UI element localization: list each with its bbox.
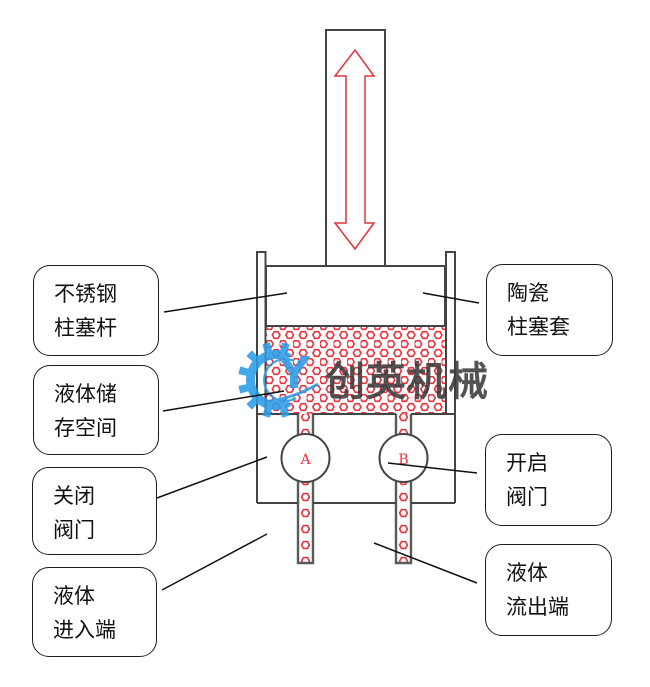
label-line: 存空间 [54,416,117,440]
label-liquid-inlet: 液体 进入端 [32,567,157,657]
logo-inner-arc [263,357,297,403]
label-plunger-rod: 不锈钢 柱塞杆 [33,265,159,356]
outlet-tube-outline [394,414,413,565]
leader-ceramic-sleeve [422,292,480,304]
label-closed-valve: 关闭 阀门 [32,467,157,555]
valve-a [280,433,331,483]
leader-open-valve [387,462,478,474]
watermark-logo: Y [238,342,319,418]
label-line: 液体储 [54,382,117,406]
label-line: 阀门 [506,485,548,509]
label-line: 柱塞杆 [54,316,117,340]
label-liquid-outlet: 液体 流出端 [485,544,612,636]
inlet-tube-outline [296,414,315,565]
watermark-brand-text: 创英机械 [325,359,489,405]
label-line: 不锈钢 [54,282,117,306]
leader-liquid-inlet [161,533,268,591]
valve-a-label: A [299,452,311,468]
logo-swoosh [261,382,319,404]
valve-b-label: B [398,452,408,468]
label-line: 液体 [506,561,548,585]
valve-b [378,433,429,483]
plunger-rod [325,29,386,267]
cylinder-wall-left [256,251,267,503]
label-line: 进入端 [53,618,116,642]
label-liquid-storage: 液体储 存空间 [33,365,159,455]
double-arrow-vertical-icon [333,48,376,251]
leader-liquid-outlet [373,542,478,584]
label-line: 关闭 [53,484,95,508]
label-line: 陶瓷 [507,281,549,305]
label-line: 柱塞套 [507,315,570,339]
label-line: 液体 [53,584,95,608]
label-line: 开启 [506,451,548,475]
leader-liquid-storage [162,390,285,412]
label-ceramic-sleeve: 陶瓷 柱塞套 [486,264,613,356]
label-open-valve: 开启 阀门 [485,434,612,526]
plunger-piston [265,265,446,327]
label-line: 阀门 [53,518,95,542]
cylinder-wall-right [445,251,456,503]
label-line: 流出端 [506,595,569,619]
leader-closed-valve [156,456,268,499]
leader-plunger-rod [163,292,288,313]
